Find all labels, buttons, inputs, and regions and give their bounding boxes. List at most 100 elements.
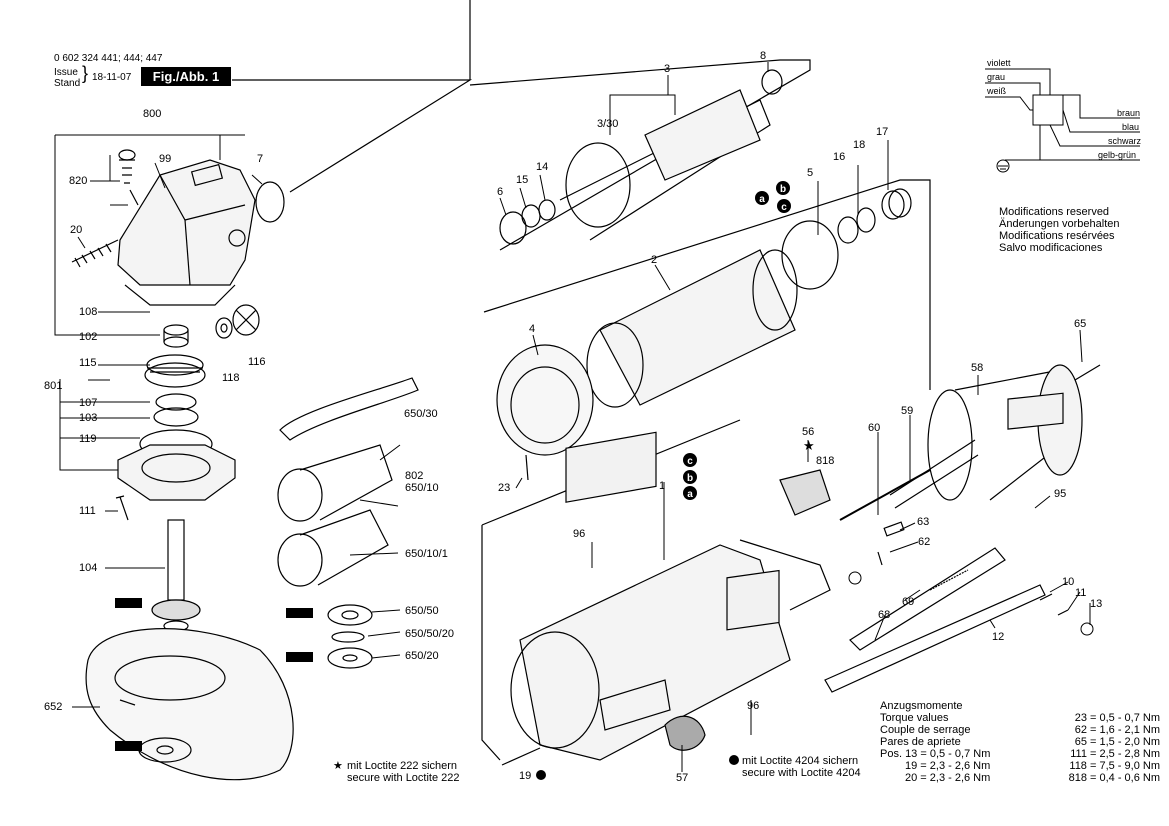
torque-line: Couple de serrage: [880, 724, 971, 736]
switch-56: [779, 469, 831, 516]
nut-650-20: [327, 647, 373, 669]
part-label: 119: [79, 433, 97, 445]
bevel-gear-115: [144, 354, 206, 388]
part-label: 8: [760, 50, 767, 62]
part-label: 103: [79, 412, 98, 424]
part-10: [1039, 593, 1053, 601]
wire-letter-circles: [683, 181, 791, 500]
part-label: 23: [498, 482, 511, 494]
loctite-4204-de: mit Loctite 4204 sichern: [742, 755, 859, 767]
part-label: 652: [44, 701, 63, 713]
marker-bar: [286, 608, 313, 618]
part-label: 115: [79, 357, 97, 369]
wire-letter-c: c: [687, 456, 693, 467]
ground-symbols: [848, 571, 1094, 636]
screw-20: [71, 239, 119, 268]
wire-color-braun: braun: [1117, 108, 1141, 118]
part-label: 3: [664, 63, 671, 75]
torque-line: 19 = 2,3 - 2,6 Nm: [905, 760, 991, 772]
nut-118: [215, 317, 233, 339]
screw-62: [877, 551, 883, 566]
bearing-18: [856, 207, 876, 233]
handle-cover-58: [927, 364, 1083, 501]
part-label: 12: [992, 631, 1005, 643]
wire-color-grau: grau: [987, 72, 1006, 82]
bearing-6: [499, 211, 527, 245]
leader-lines: [54, 62, 1091, 772]
part-label: 14: [536, 161, 549, 173]
ring-107: [155, 393, 197, 411]
wire-letter-a: a: [687, 489, 693, 500]
torque-value: 111 = 2,5 - 2,8 Nm: [1070, 748, 1160, 760]
stand-label: Stand: [54, 78, 81, 89]
spring-cap-820: [118, 149, 139, 206]
torque-value: 118 = 7,5 - 9,0 Nm: [1069, 760, 1160, 772]
part-label: 62: [918, 536, 931, 548]
armature-3: [559, 69, 783, 241]
knob-57: [664, 715, 706, 751]
part-label: 650/10: [405, 482, 439, 494]
screw-111: [115, 495, 129, 521]
part-label: 68: [878, 609, 891, 621]
spring-17: [881, 188, 912, 220]
part-label: 118: [222, 372, 240, 384]
wiring-diagram: [985, 68, 1140, 173]
part-label: 802: [405, 470, 424, 482]
note-line: Änderungen vorbehalten: [999, 218, 1120, 230]
part-label: 650/10/1: [405, 548, 448, 560]
brace: }: [82, 63, 89, 83]
part-label: 2: [651, 254, 658, 266]
o-ring-16: [837, 216, 859, 244]
part-label: 15: [516, 174, 529, 186]
part-label: 108: [79, 306, 98, 318]
side-handle-650-10: [277, 444, 393, 522]
screw-19: [501, 747, 541, 766]
label-95: [1007, 392, 1064, 430]
loctite-222-en: secure with Loctite 222: [347, 772, 460, 784]
star-icon: ★: [803, 438, 815, 453]
part-label: 820: [69, 175, 88, 187]
wire-color-weiss: weiß: [987, 86, 1007, 96]
part-label: 107: [79, 397, 98, 409]
part-label: 63: [917, 516, 930, 528]
ring-650-50-20: [331, 631, 365, 643]
part-label: 65: [1074, 318, 1087, 330]
cable-sleeve-59: [889, 439, 979, 509]
wire-letter-a: a: [759, 194, 765, 205]
torque-title: Anzugsmomente: [880, 700, 963, 712]
spindle-104: [151, 519, 201, 632]
part-label: 18: [853, 139, 866, 151]
label-96-upper: [565, 431, 657, 503]
marker-bar: [115, 741, 142, 751]
wire-color-schwarz: schwarz: [1108, 136, 1142, 146]
frame-top-right: [469, 59, 811, 251]
frame-middle: [483, 179, 931, 390]
torque-value: 23 = 0,5 - 0,7 Nm: [1074, 712, 1160, 724]
part-label: 11: [1075, 587, 1087, 599]
motor-housing-1: [510, 539, 831, 761]
part-label: 102: [79, 331, 98, 343]
note-line: Modifications reserved: [999, 206, 1110, 218]
needle-bearing-102: [163, 324, 189, 348]
torque-line: Pos. 13 = 0,5 - 0,7 Nm: [880, 748, 991, 760]
star-markers: [115, 598, 739, 780]
part-label: 650/30: [404, 408, 438, 420]
torque-line: Pares de apriete: [880, 736, 961, 748]
screw-65: [1074, 364, 1101, 381]
part-label: 57: [676, 772, 689, 784]
loctite-dot-19: [536, 770, 546, 780]
part-label: 19: [519, 770, 532, 782]
clamp-63: [883, 521, 905, 537]
part-11: [1057, 609, 1069, 616]
side-handle-650-10-1: [277, 509, 389, 587]
label-96-lower: [726, 569, 780, 631]
part-label: 20: [70, 224, 83, 236]
loctite-4204-en: secure with Loctite 4204: [742, 767, 861, 779]
part-label: 650/50/20: [405, 628, 454, 640]
part-label: 96: [573, 528, 586, 540]
wire-letters: a b c c b a: [687, 184, 787, 500]
part-numbers: 0 602 324 441; 444; 447: [54, 53, 163, 64]
torque-line: Torque values: [880, 712, 949, 724]
wire-color-violett: violett: [987, 58, 1011, 68]
